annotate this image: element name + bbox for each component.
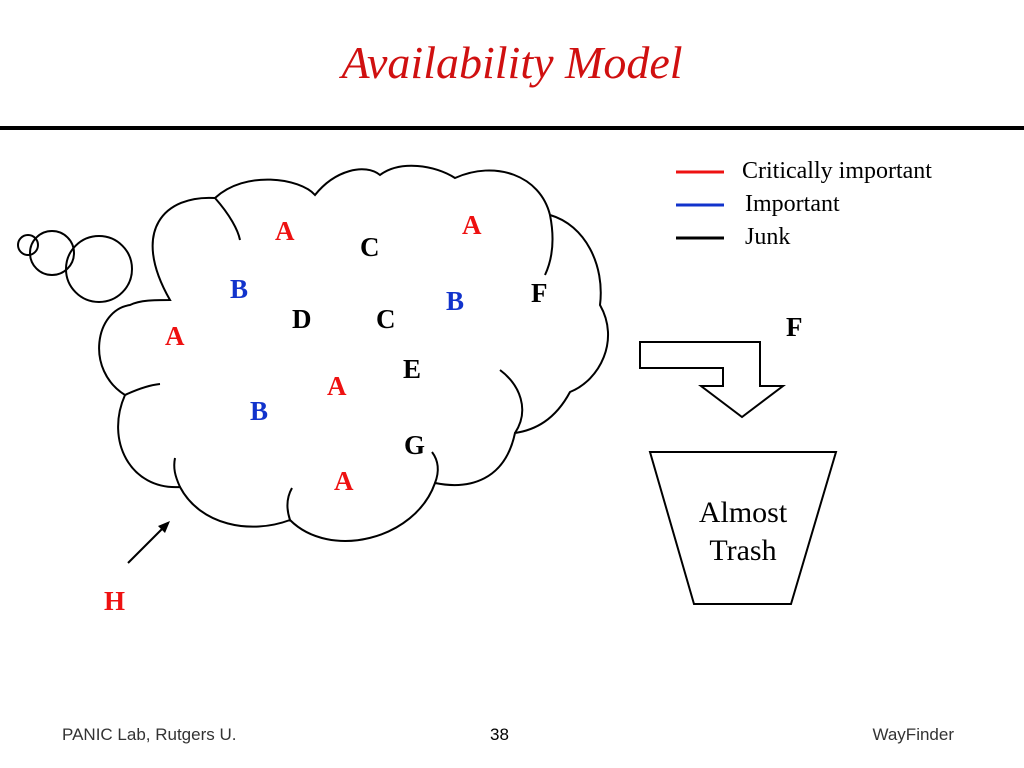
trash-label-line2: Trash — [709, 534, 777, 567]
cloud-inner-arc — [173, 457, 181, 488]
page-number: 38 — [490, 725, 509, 744]
cloud-item-a4: A — [327, 371, 347, 401]
legend-junk-label: Junk — [745, 224, 791, 250]
cloud-inner-arc — [499, 369, 524, 434]
thought-bubble-medium — [29, 230, 75, 276]
slide-title: Availability Model — [341, 37, 683, 88]
legend-important-label: Important — [745, 191, 840, 217]
memory-cloud — [98, 164, 610, 542]
cloud-inner-arc — [286, 487, 293, 521]
cloud-inner-arc — [124, 383, 161, 396]
cloud-item-f: F — [531, 278, 548, 308]
trash-bucket — [648, 451, 838, 605]
incoming-arrow — [127, 522, 169, 564]
cloud-item-c1: C — [360, 232, 380, 262]
cloud-item-d: D — [292, 304, 312, 334]
cloud-item-a5: A — [334, 466, 354, 496]
thought-bubble-large — [65, 235, 133, 303]
almost-trash-label: Almost Trash — [650, 494, 836, 570]
cloud-item-a2: A — [462, 210, 482, 240]
cloud-item-b3: B — [250, 396, 269, 426]
cloud-inner-arc — [544, 214, 554, 276]
cloud-inner-arc — [214, 197, 241, 241]
cloud-inner-arc — [431, 451, 439, 484]
cloud-item-a3: A — [165, 321, 185, 351]
incoming-item-h: H — [104, 586, 126, 616]
cloud-item-a1: A — [275, 216, 295, 246]
eviction-arrow — [639, 341, 786, 419]
incoming-arrow-head — [158, 521, 170, 533]
trash-label-line1: Almost — [698, 496, 788, 529]
title-divider — [0, 126, 1024, 130]
footer-left: PANIC Lab, Rutgers U. — [62, 725, 237, 744]
cloud-item-b2: B — [446, 286, 465, 316]
thought-bubble-small — [17, 234, 39, 256]
cloud-item-c2: C — [376, 304, 396, 334]
legend-critical-label: Critically important — [742, 158, 932, 184]
cloud-item-b1: B — [230, 274, 249, 304]
footer-right: WayFinder — [872, 725, 954, 744]
cloud-item-g: G — [404, 430, 426, 460]
cloud-item-e: E — [403, 354, 422, 384]
evicted-item-f: F — [786, 312, 803, 342]
